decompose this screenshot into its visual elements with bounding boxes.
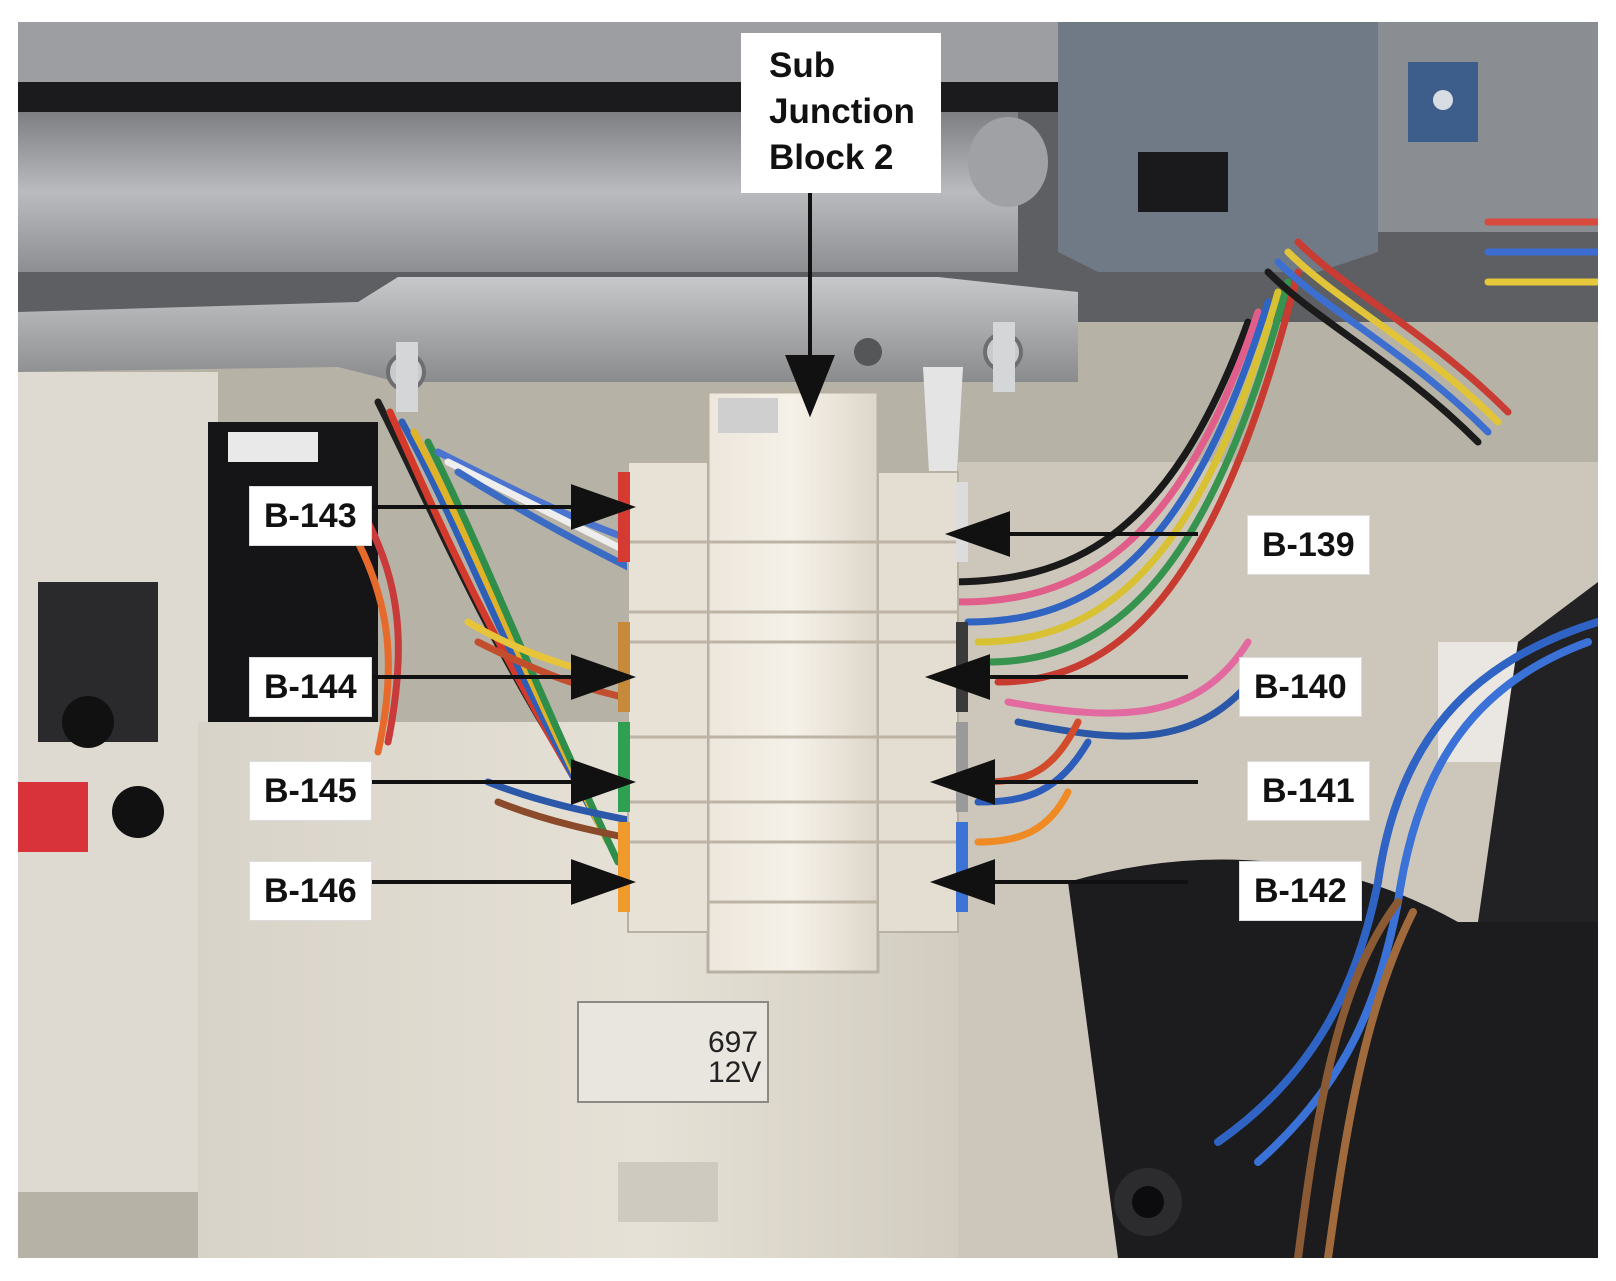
connector-label-b144: B-144: [250, 658, 371, 716]
housing-part-number: 697: [708, 1026, 758, 1059]
title-line-3: Block 2: [769, 138, 894, 177]
title-line-1: Sub: [769, 46, 836, 85]
housing-voltage: 12V: [708, 1056, 761, 1089]
title-line-2: Junction: [769, 92, 915, 131]
connector-label-b140: B-140: [1240, 658, 1361, 716]
connector-label-b145: B-145: [250, 762, 371, 820]
connector-label-b141: B-141: [1248, 762, 1369, 820]
connector-label-b139: B-139: [1248, 516, 1369, 574]
connector-label-b142: B-142: [1240, 862, 1361, 920]
connector-label-b143: B-143: [250, 487, 371, 545]
sub-junction-block-label: Sub Junction Block 2: [741, 33, 941, 193]
vehicle-interior-photo: 697 12V: [18, 22, 1598, 1258]
connector-label-b146: B-146: [250, 862, 371, 920]
